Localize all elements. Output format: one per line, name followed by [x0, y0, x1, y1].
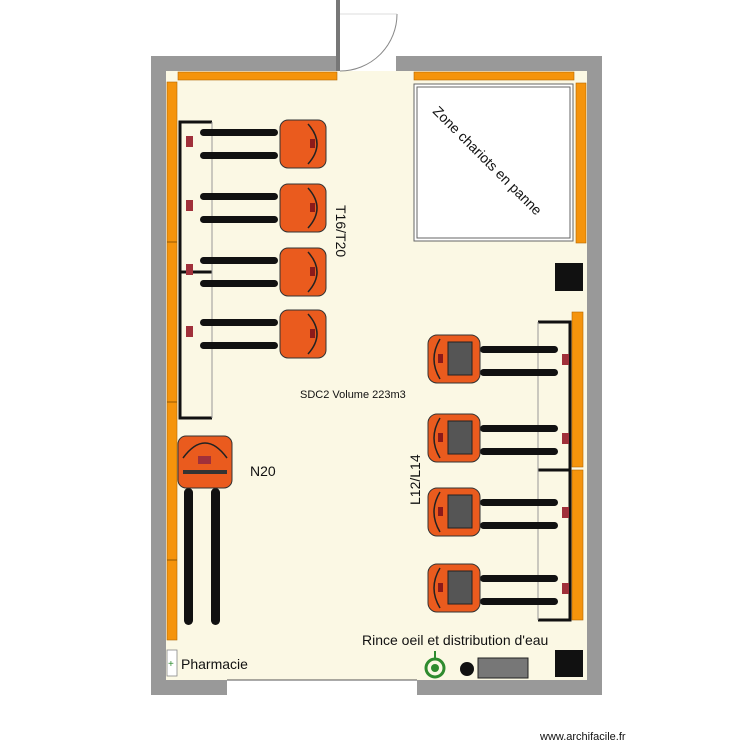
pharmacy-label: Pharmacie: [181, 656, 248, 672]
rack-frame-left: [178, 120, 212, 420]
zone-broken-forklifts: [413, 83, 574, 242]
pharmacy-symbol: +: [168, 659, 174, 670]
window-bottom: [227, 680, 417, 695]
black-dot: [460, 662, 474, 676]
watermark: www.archifacile.fr: [539, 731, 626, 743]
rack-right-wall: [571, 82, 587, 621]
black-block-lower: [555, 650, 583, 677]
eyewash-label: Rince oeil et distribution d'eau: [362, 632, 548, 648]
eyewash-station: [424, 651, 446, 679]
door: [336, 0, 398, 72]
rack-frame-right: [538, 320, 572, 622]
row-right-label: L12/L14: [407, 454, 423, 505]
stacker-label: N20: [250, 463, 276, 479]
black-block-upper: [555, 263, 583, 291]
room-label: SDC2 Volume 223m3: [300, 389, 406, 401]
rack-top-left: [177, 71, 338, 81]
stacker-n20: [177, 435, 233, 625]
water-dispenser: [477, 657, 529, 679]
rack-left-wall: [166, 81, 178, 677]
row-left-label: T16/T20: [333, 205, 349, 257]
rack-top-right: [413, 71, 575, 81]
